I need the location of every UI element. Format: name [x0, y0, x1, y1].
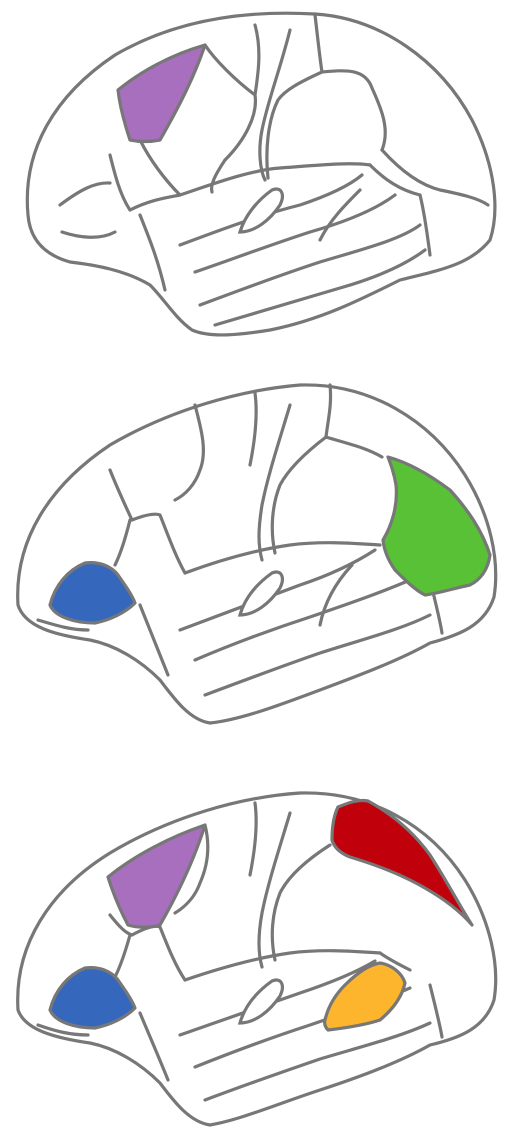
- brain-surface-1: [0, 0, 513, 380]
- brain-panel-3: [0, 785, 513, 1139]
- brain-surface-3: [0, 785, 513, 1139]
- brain-surface-2: [0, 375, 513, 755]
- brain-panel-2: [0, 375, 513, 755]
- brain-panel-1: [0, 0, 513, 380]
